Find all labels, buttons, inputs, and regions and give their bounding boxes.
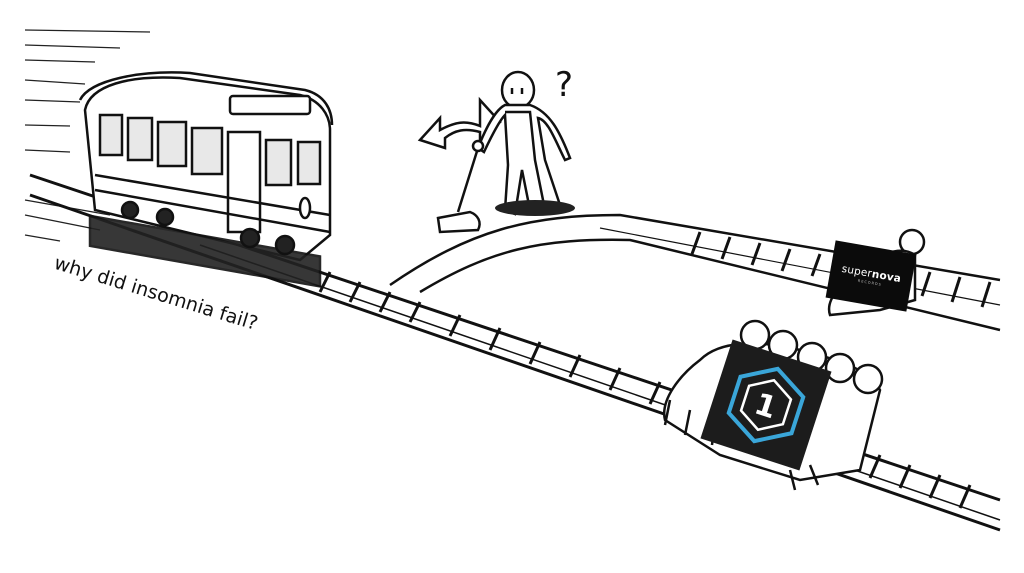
branch-track [389,213,1001,332]
one-logo: 1 [700,339,832,471]
supernova-prefix: super [840,262,874,280]
trolley-icon [78,71,334,288]
speed-lines [24,29,151,242]
person-icon [476,70,575,216]
lever-icon [436,139,485,234]
question-mark-icon: ? [555,65,573,105]
